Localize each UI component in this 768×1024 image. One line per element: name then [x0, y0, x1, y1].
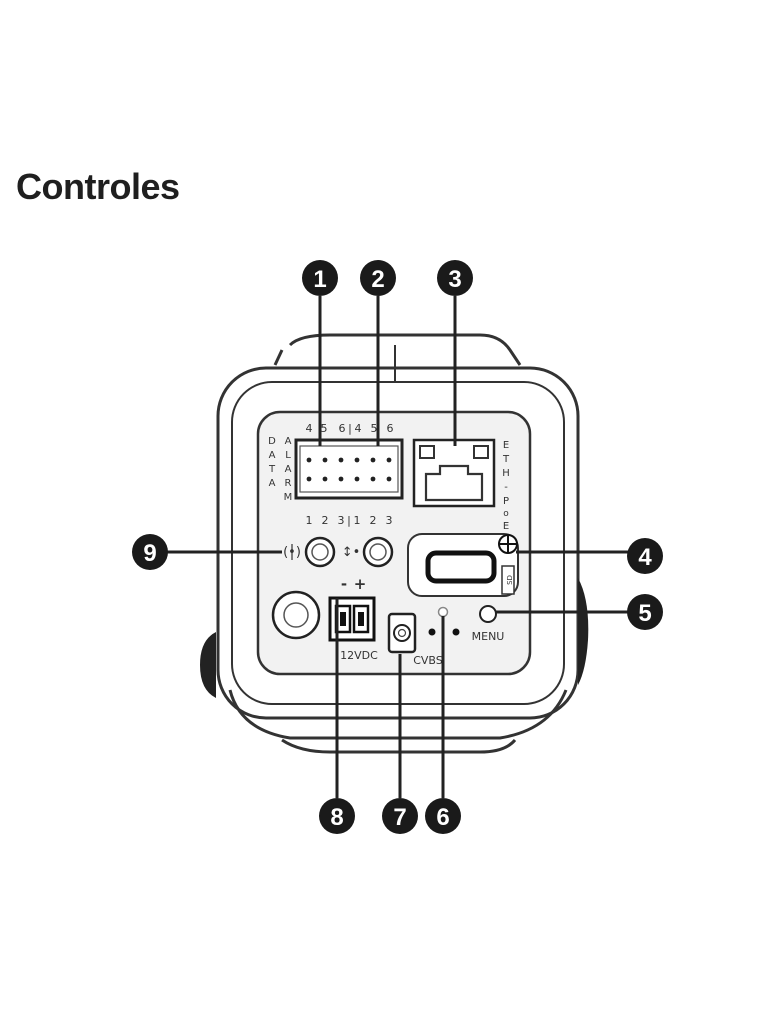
svg-text:E: E: [503, 440, 509, 451]
terminal-number: 2: [322, 514, 329, 527]
terminal-number: 1: [354, 514, 361, 527]
svg-text:E: E: [503, 521, 509, 532]
svg-text:1: 1: [313, 266, 326, 293]
terminal-number: 3: [386, 514, 393, 527]
callout-7: 7: [382, 798, 418, 834]
svg-text:3: 3: [448, 266, 461, 293]
terminal-number: 6: [339, 422, 346, 435]
svg-text:A: A: [269, 450, 276, 461]
polarity-minus: -: [341, 575, 347, 593]
callout-8: 8: [319, 798, 355, 834]
callout-6: 6: [425, 798, 461, 834]
svg-text:SD: SD: [506, 575, 514, 585]
callout-5: 5: [627, 594, 663, 630]
svg-text:P: P: [503, 496, 509, 507]
lens-mount: [271, 590, 321, 640]
svg-text:↕•: ↕•: [342, 545, 361, 560]
svg-text:|: |: [348, 422, 352, 435]
audio-in-icon: (•): [283, 544, 301, 560]
sd-card-slot: SD: [407, 533, 519, 597]
svg-text:-: -: [504, 482, 508, 493]
svg-text:2: 2: [371, 266, 384, 293]
side-knob-right: [578, 578, 589, 685]
svg-text:D: D: [268, 436, 276, 447]
audio-jack-out: [362, 536, 394, 568]
callout-9: 9: [132, 534, 168, 570]
svg-text:8: 8: [330, 804, 343, 831]
page-title: Controles: [16, 166, 180, 207]
svg-text:7: 7: [393, 804, 406, 831]
terminal-number: 5: [321, 422, 328, 435]
svg-text:A: A: [269, 478, 276, 489]
terminal-top-numbers: 4 5 6 | 4 5 6: [306, 422, 394, 435]
terminal-number: 6: [387, 422, 394, 435]
ethernet-port: [412, 438, 496, 508]
callout-2: 2: [360, 260, 396, 296]
indicator-dot-right: [452, 628, 460, 636]
svg-text:6: 6: [436, 804, 449, 831]
svg-text:H: H: [502, 468, 510, 479]
alarm-vertical-label: A L A R M: [284, 436, 293, 503]
svg-text:L: L: [285, 450, 291, 461]
terminal-number: 4: [306, 422, 313, 435]
power-label: 12VDC: [340, 649, 378, 662]
lock-screw-icon: [498, 534, 518, 554]
callout-3: 3: [437, 260, 473, 296]
svg-text:A: A: [285, 464, 292, 475]
menu-button[interactable]: [479, 605, 497, 623]
camera-body: [216, 333, 580, 754]
terminal-block: [294, 438, 404, 500]
svg-text:o: o: [503, 509, 509, 519]
leader-lines: [164, 296, 628, 798]
terminal-number: 1: [306, 514, 313, 527]
indicator-dot-left: [428, 628, 436, 636]
svg-text:9: 9: [143, 540, 156, 567]
svg-text:5: 5: [638, 600, 651, 627]
menu-label: MENU: [472, 630, 505, 643]
polarity-plus: +: [354, 575, 367, 593]
terminal-bottom-numbers: 1 2 3 | 1 2 3: [306, 514, 393, 527]
eth-poe-vertical-label: E T H - P o E: [502, 440, 510, 532]
svg-text:T: T: [268, 464, 276, 475]
svg-text:A: A: [285, 436, 292, 447]
callout-1: 1: [302, 260, 338, 296]
status-led: [437, 606, 449, 618]
audio-out-icon: ↕•: [342, 545, 361, 560]
audio-jack-in: [304, 536, 336, 568]
terminal-number: 2: [370, 514, 377, 527]
svg-text:M: M: [284, 492, 293, 503]
terminal-number: 3: [338, 514, 345, 527]
svg-text:R: R: [285, 478, 292, 489]
cvbs-connector: [387, 612, 417, 654]
svg-text:|: |: [347, 514, 351, 527]
terminal-number: 4: [355, 422, 362, 435]
callout-4: 4: [627, 538, 663, 574]
data-vertical-label: D A T A: [268, 436, 276, 489]
svg-text:4: 4: [638, 544, 652, 571]
video-label: CVBS: [413, 654, 443, 667]
terminal-number: 5: [371, 422, 378, 435]
side-knob-left: [200, 632, 216, 698]
svg-text:T: T: [502, 454, 510, 465]
